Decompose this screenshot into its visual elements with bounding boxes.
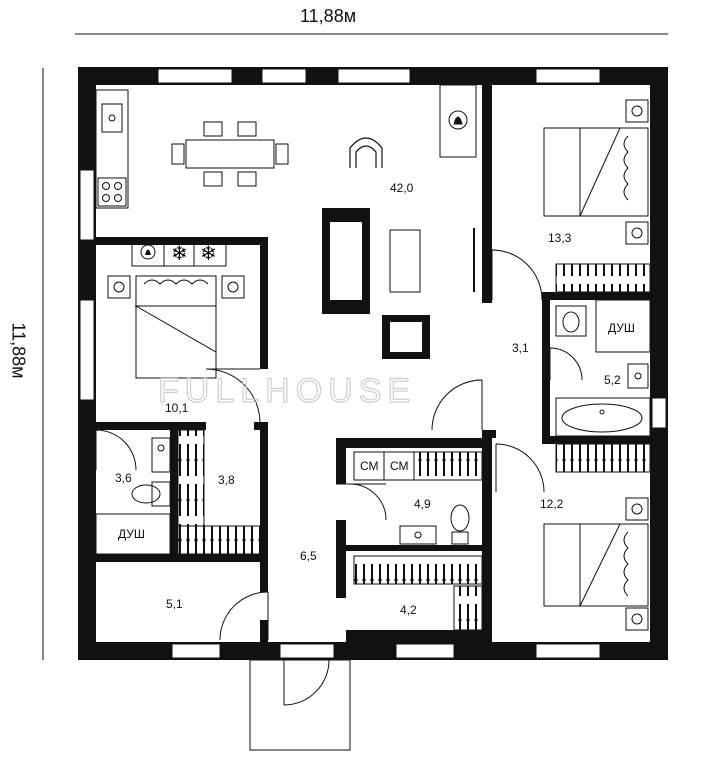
dining-table-icon [171, 121, 289, 187]
interior-walls [96, 85, 650, 642]
room-area-bedroom-top-right: 13,3 [548, 231, 572, 245]
stove-icon [97, 177, 127, 207]
shower-label-right: ДУШ [608, 321, 635, 335]
wardrobe-icon [555, 263, 651, 293]
bathroom-fixtures [95, 437, 171, 555]
kitchen-counter [95, 89, 129, 209]
armchair-icon [349, 137, 383, 168]
bed-icon [543, 497, 649, 631]
room-area-bath-right: 5,2 [604, 373, 621, 387]
room-area-laundry: 4,9 [414, 497, 431, 511]
room-area-bath-left: 3,6 [115, 471, 132, 485]
bathtub-icon [555, 397, 651, 437]
washer-label-1: СМ [360, 459, 379, 473]
windows [79, 68, 667, 659]
wardrobe-icon [177, 525, 261, 555]
watermark: FULLHOUSE [158, 372, 416, 410]
bed-icon [107, 275, 245, 379]
wardrobe-icon [555, 443, 651, 473]
laundry-fixtures [353, 451, 483, 545]
armchair-icon [382, 315, 430, 359]
room-area-closet-left: 3,8 [218, 473, 235, 487]
wardrobe-icon [453, 585, 483, 631]
room-area-bedroom-bottom-right: 12,2 [540, 497, 564, 511]
width-dimension-label: 11,88м [300, 6, 357, 26]
room-area-dressing: 4,2 [400, 603, 417, 617]
bed-icon [543, 99, 649, 245]
room-area-hall-small: 3,1 [512, 341, 529, 355]
room-area-corridor: 6,5 [300, 549, 317, 563]
snowflake-icon: ❄ [200, 241, 217, 265]
wardrobe-icon [353, 555, 483, 585]
bathroom-fixtures [555, 299, 651, 389]
snowflake-icon: ❄ [171, 241, 188, 265]
coffee-table [389, 229, 421, 293]
sofa-icon [322, 208, 370, 314]
fireplace-icon [140, 244, 156, 260]
shower-label-left: ДУШ [118, 527, 145, 541]
room-area-living: 42,0 [390, 181, 414, 195]
appliance-row [131, 237, 227, 267]
room-area-bedroom-left: 10,1 [165, 401, 189, 415]
washer-label-2: СМ [390, 459, 409, 473]
fireplace-icon [439, 84, 477, 158]
room-area-entry: 5,1 [166, 597, 183, 611]
